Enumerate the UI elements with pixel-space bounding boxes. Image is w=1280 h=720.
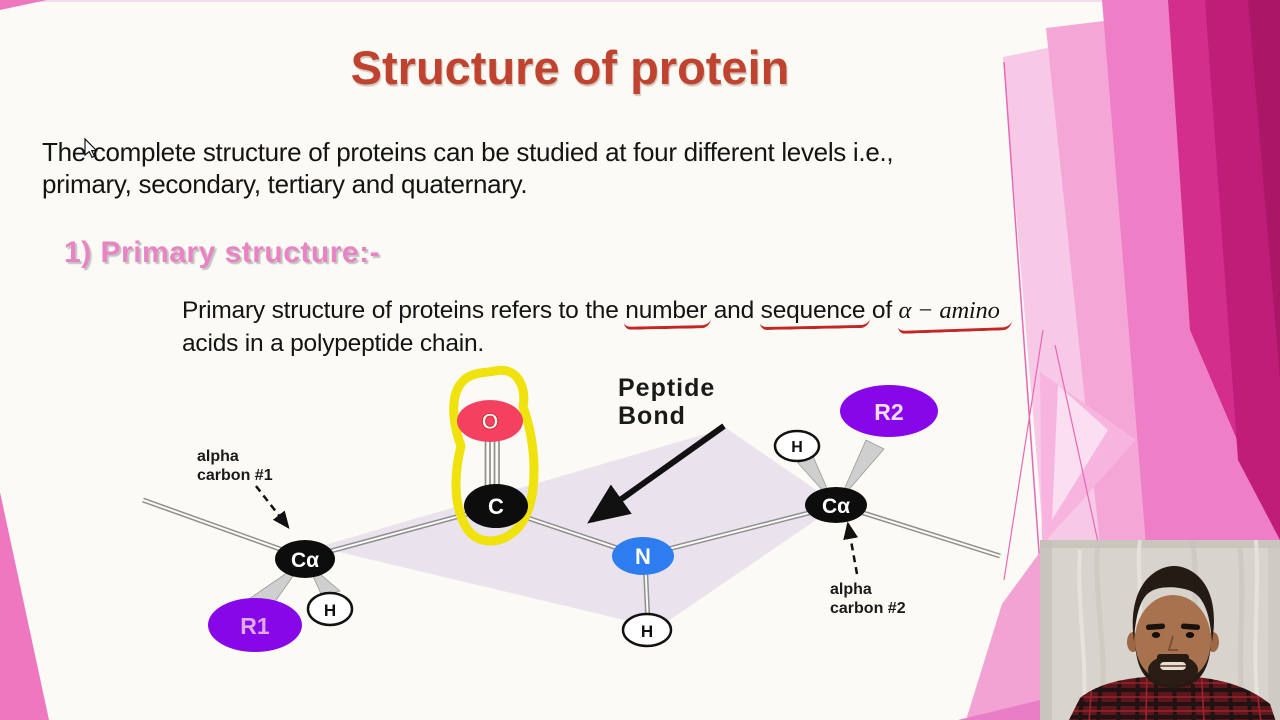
double-bond-c-o	[484, 430, 500, 503]
intro-line-2: primary, secondary, tertiary and quatern…	[42, 169, 528, 199]
atom-carbon	[464, 484, 528, 528]
label-carbon: C	[488, 494, 504, 519]
bond-lines	[142, 497, 1001, 625]
underlined-word-sequence: sequence	[760, 297, 866, 324]
label-alpha-carbon-1: Cα	[291, 549, 319, 572]
atom-hydrogen-3	[773, 429, 821, 463]
presenter-hair	[1132, 566, 1214, 642]
slide-title: Structure of protein	[350, 41, 790, 94]
amide-plane	[318, 428, 838, 628]
label-r2: R2	[874, 399, 903, 425]
presenter	[1040, 540, 1280, 720]
label-hydrogen-2: H	[641, 622, 653, 641]
paragraph-text: Primary structure of proteins refers to …	[182, 297, 626, 324]
label-alpha-carbon-1-text2: carbon #1	[197, 467, 273, 484]
paragraph-line-1: Primary structure of proteins refers to …	[182, 294, 1062, 327]
peptide-bond-arrow	[587, 423, 726, 524]
underlined-word-number: number	[625, 297, 708, 324]
atom-oxygen	[457, 400, 523, 442]
label-oxygen: O	[481, 409, 498, 434]
label-alpha-carbon-2-text: alpha	[830, 581, 872, 598]
label-hydrogen-3: H	[791, 439, 803, 456]
label-alpha-carbon-2-text2: carbon #2	[830, 600, 906, 617]
label-nitrogen: N	[635, 544, 651, 569]
intro-line-1: The complete structure of proteins can b…	[42, 137, 894, 167]
atom-alpha-carbon-2	[805, 487, 867, 523]
wedge-bonds	[242, 439, 885, 621]
paragraph-line-2: acids in a polypeptide chain.	[182, 330, 485, 357]
label-alpha-carbon-1-text: alpha	[197, 448, 239, 465]
label-hydrogen-1: H	[324, 601, 336, 620]
webcam-overlay	[1040, 540, 1280, 720]
atom-hydrogen-1	[306, 591, 354, 627]
atom-r2-group	[840, 385, 938, 437]
label-peptide: Peptide	[618, 374, 715, 402]
atom-hydrogen-2	[621, 612, 673, 648]
alpha-carbon-2-arrow	[843, 521, 859, 575]
paragraph-text: of	[865, 297, 899, 324]
atom-alpha-carbon-1	[275, 540, 335, 578]
label-r1: R1	[240, 613, 270, 639]
bond-line-cores	[142, 499, 1001, 625]
atom-nitrogen	[612, 537, 674, 575]
alpha-carbon-1-arrow	[255, 485, 290, 529]
section-heading: 1) Primary structure:-	[64, 236, 381, 269]
label-alpha-carbon-2: Cα	[822, 495, 850, 518]
label-bond: Bond	[618, 402, 686, 430]
atom-r1-group	[208, 598, 302, 652]
yellow-highlight-annotation	[449, 365, 539, 546]
intro-text: The complete structure of proteins can b…	[42, 136, 1022, 200]
primary-structure-paragraph: Primary structure of proteins refers to …	[182, 294, 1062, 360]
underlined-word-alpha-amino: α − amino	[898, 297, 1000, 324]
paragraph-text: and	[707, 297, 761, 324]
